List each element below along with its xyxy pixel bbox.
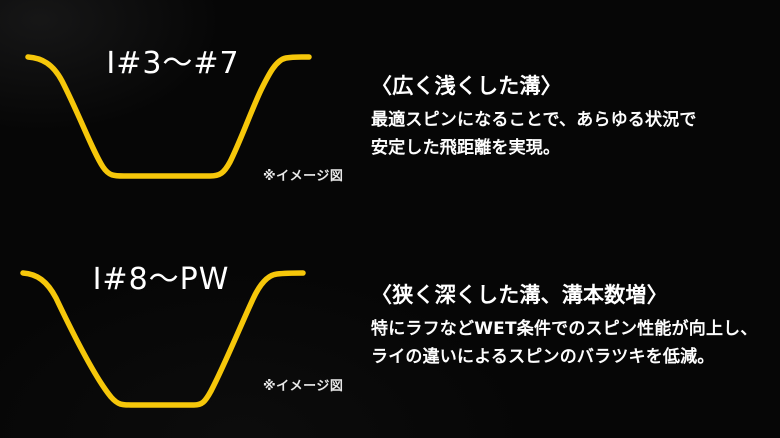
groove-description-body: 最適スピンになることで、あらゆる状況で 安定した飛距離を実現。 — [371, 106, 773, 162]
groove-description-body: 特にラフなどWET条件でのスピン性能が向上し、 ライの違いによるスピンのバラツキ… — [371, 315, 773, 371]
groove-diagram-wide-shallow — [25, 54, 312, 179]
club-range-label-irons-3-7: I#3〜#7 — [106, 46, 240, 81]
groove-heading: 〈狭く深くした溝、溝本数増〉 — [371, 283, 668, 307]
groove-heading: 〈広く浅くした溝〉 — [371, 74, 562, 98]
club-range-label-irons-8-pw: I#8〜PW — [92, 262, 230, 297]
groove-description-line: ライの違いによるスピンのバラツキを低減。 — [371, 347, 715, 367]
groove-curve-wide-shallow — [25, 54, 312, 179]
groove-description-line: 安定した飛距離を実現。 — [371, 138, 561, 158]
groove-description-line: 特にラフなどWET条件でのスピン性能が向上し、 — [371, 319, 758, 339]
groove-description-line: 最適スピンになることで、あらゆる状況で — [371, 110, 697, 130]
groove-description-narrow-deep: 〈狭く深くした溝、溝本数増〉 特にラフなどWET条件でのスピン性能が向上し、 ラ… — [371, 282, 773, 371]
image-disclaimer-note: ※イメージ図 — [263, 169, 344, 184]
image-disclaimer-note: ※イメージ図 — [263, 379, 344, 394]
groove-description-wide-shallow: 〈広く浅くした溝〉 最適スピンになることで、あらゆる状況で 安定した飛距離を実現… — [371, 73, 773, 162]
groove-curve-narrow-deep — [20, 270, 306, 408]
groove-diagram-narrow-deep — [20, 270, 306, 408]
